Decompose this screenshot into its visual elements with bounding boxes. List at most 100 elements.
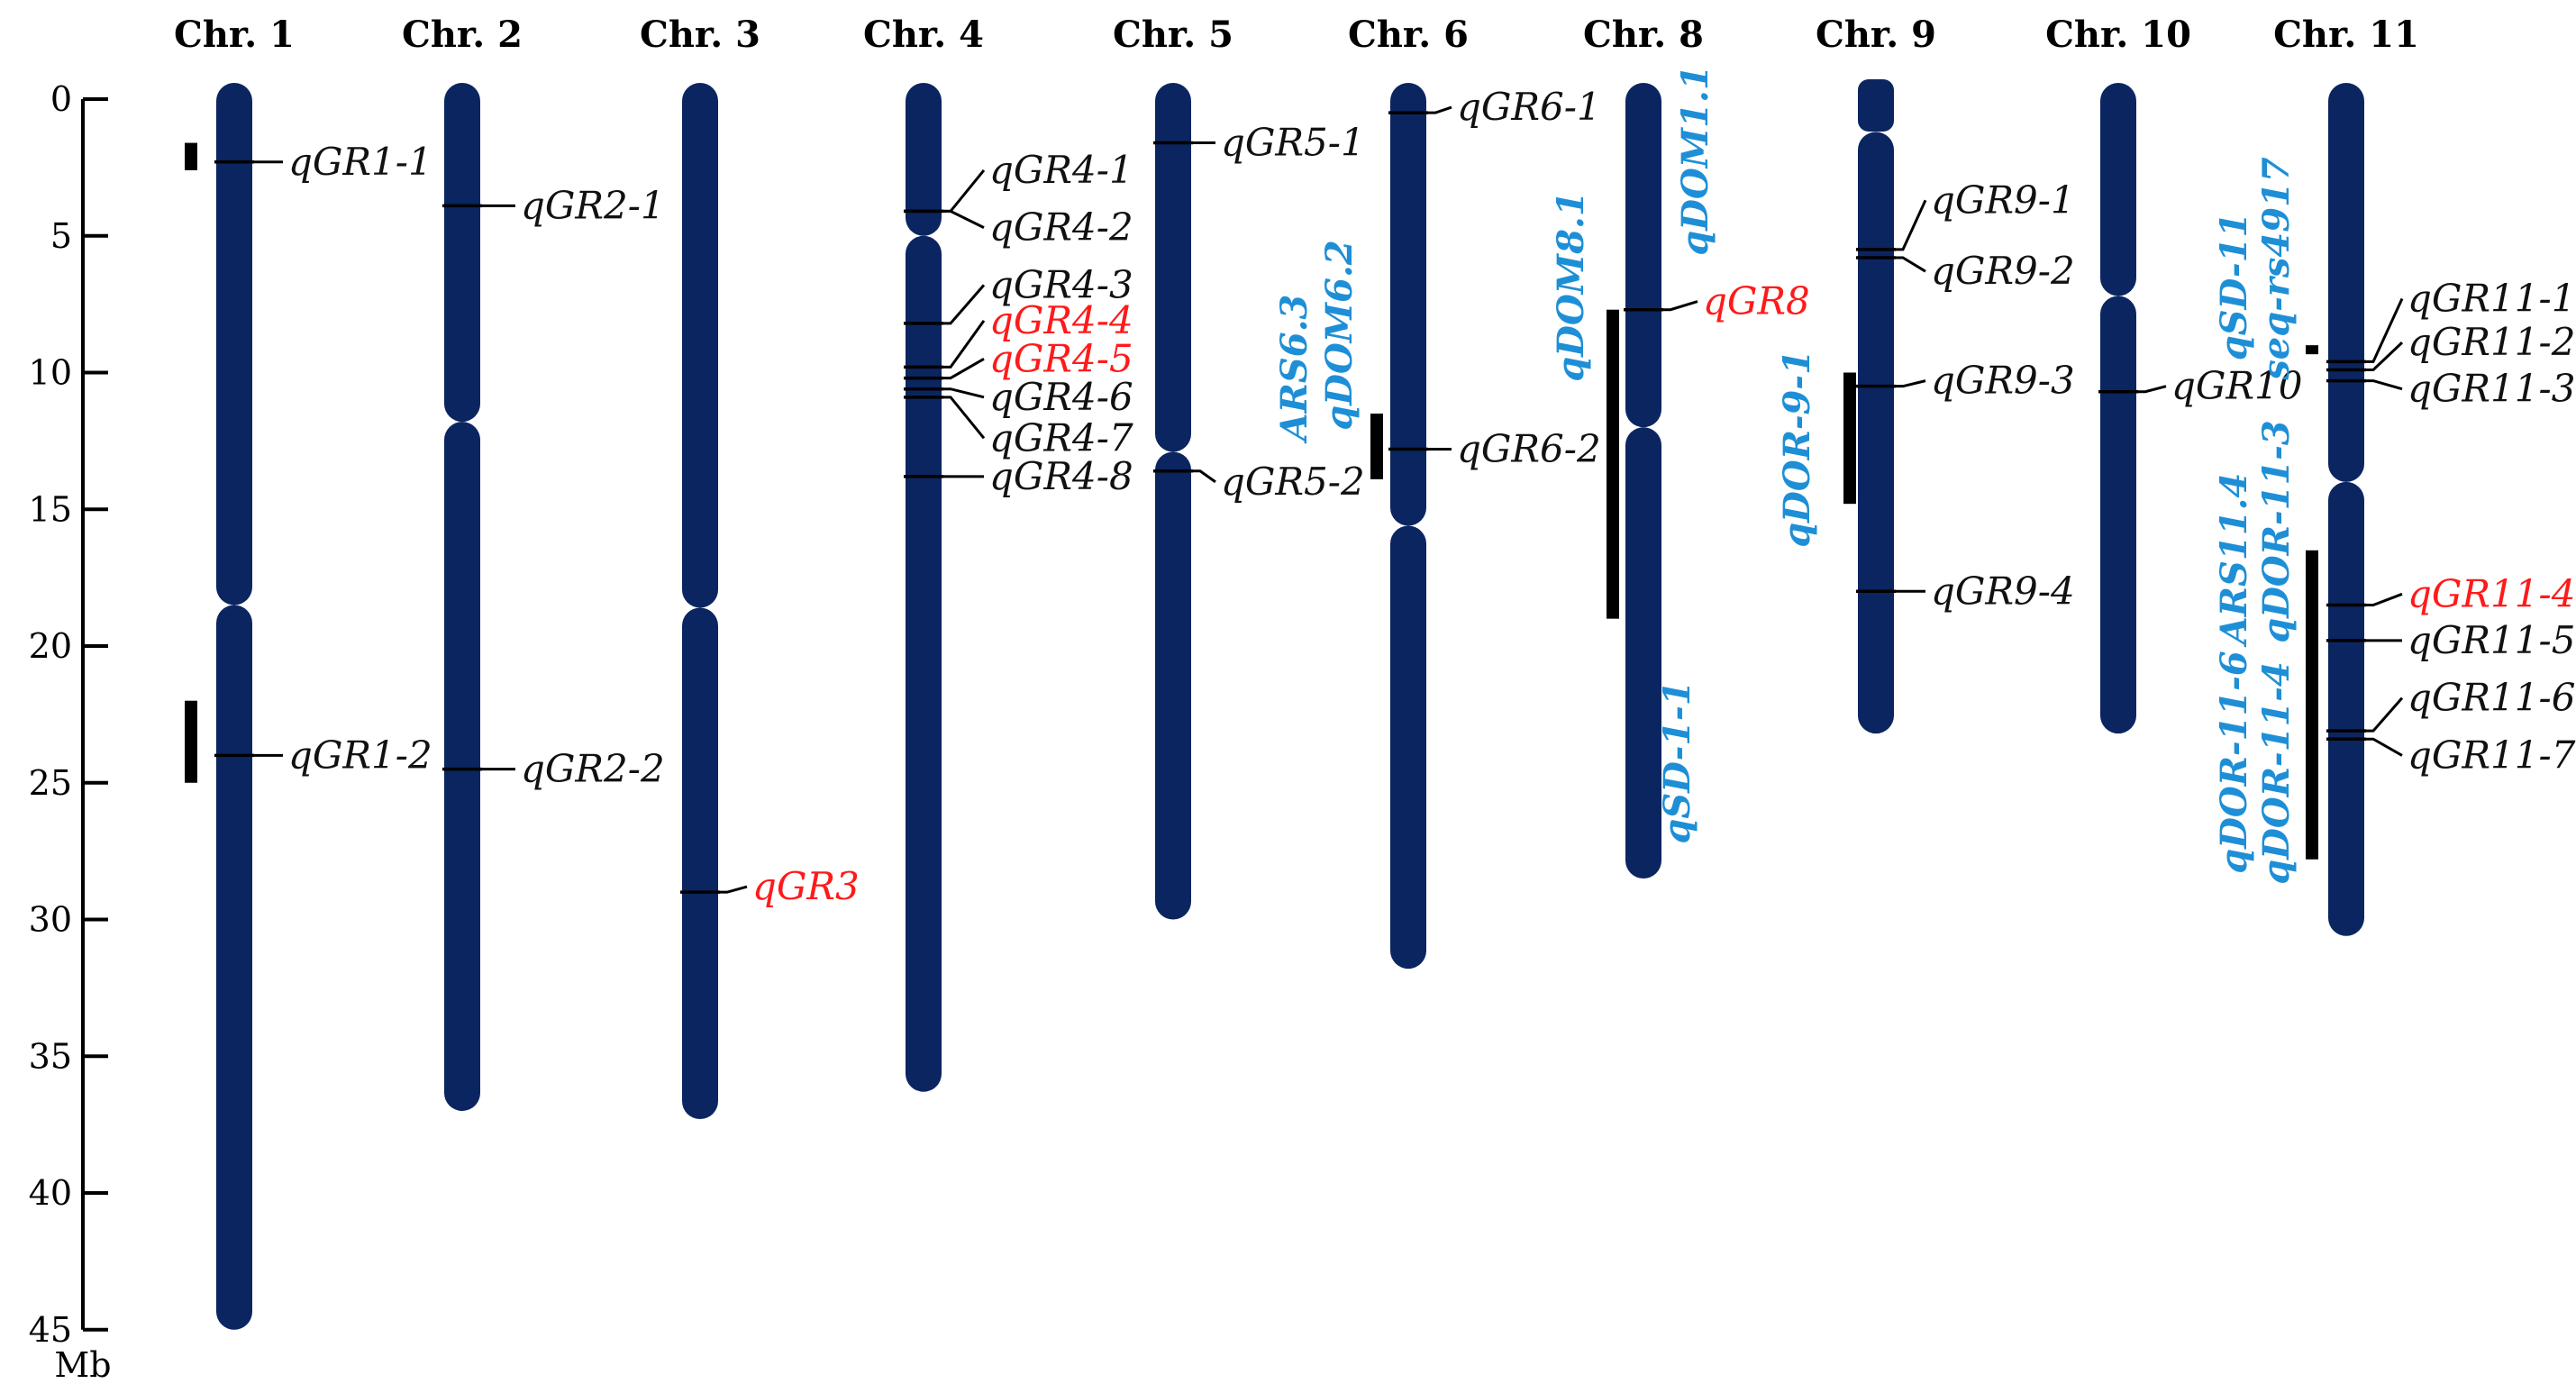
axis-tick-label: 0 [50,79,72,119]
chromosome-c8: Chr. 8 qDOM8.1 qGR8 [1550,14,1810,879]
gene-leader [2364,341,2404,371]
chromosome-p-arm [1155,83,1191,452]
gene-label: qGR11-3 [2408,367,2575,411]
gene-leader [1894,379,1926,388]
qtl-label: qDOR-9-1 [1776,350,1818,548]
axis-tick-label: 30 [29,900,72,940]
chromosome-q-arm [1155,451,1191,920]
gene-label: qGR9-4 [1931,569,2075,613]
gene-leader [2364,297,2404,363]
qtl-bar [185,700,197,783]
gene-label: qGR11-2 [2408,320,2575,364]
chromosome-p-arm [444,83,480,423]
chromosome-q-arm [444,422,480,1111]
axis-tick-label: 45 [29,1310,72,1350]
gene-label: qGR6-2 [1457,426,1601,470]
chromosome-p-arm [1390,83,1426,526]
gene-label: qGR1-2 [288,733,432,777]
chromosome-q-arm [216,605,252,1330]
chromosome-q-arm [1858,132,1894,734]
gene-label: qGR4-6 [989,375,1133,419]
qtl-label: qSD-11 [2213,213,2255,361]
chromosome-q-arm [682,607,718,1120]
gene-label: qGR4-7 [989,415,1133,460]
gene-leader [1426,105,1452,114]
gene-label: qGR5-1 [1221,121,1365,165]
chromosome-title: Chr. 4 [863,14,984,56]
qtl-bar [2306,345,2318,355]
gene-label: qGR11-4 [2408,571,2575,615]
gene-leader [1894,256,1926,273]
chromosome-title: Chr. 8 [1583,14,1704,56]
qtl-bar [185,142,197,170]
axis-tick-label: 40 [29,1173,72,1213]
gene-label: qGR8 [1703,279,1810,323]
chromosome-p-arm [682,83,718,608]
qtl-label: qSD-1-1 [1656,680,1698,843]
gene-leader [942,168,986,213]
qtl-bar [1607,309,1619,619]
gene-label: qGR6-1 [1457,85,1601,129]
chromosome-q-arm [1625,427,1661,879]
gene-label: qGR4-5 [989,336,1133,380]
gene-label: qGR2-2 [521,747,665,791]
axis-tick-label: 15 [29,489,72,529]
gene-label: qGR4-3 [989,262,1133,306]
gene-label: qGR5-2 [1221,460,1365,504]
gene-label: qGR9-3 [1931,359,2075,403]
gene-label: qGR9-1 [1931,178,2075,222]
chromosome-p-arm [216,83,252,605]
gene-label: qGR4-8 [989,454,1133,498]
chromosome-title: Chr. 6 [1348,14,1469,56]
chromosome-title: Chr. 1 [174,14,295,56]
chromosome-title: Chr. 2 [402,14,523,56]
chromosome-q-arm [2328,481,2364,936]
gene-leader [2364,592,2403,606]
gene-leader [1894,199,1927,251]
qtl-label: qDOM8.1 [1550,191,1592,381]
gene-label: qGR11-6 [2408,676,2575,720]
axis-tick-label: 25 [29,763,72,803]
chromosome-title: Chr. 3 [640,14,760,56]
gene-leader [942,209,985,229]
axis-tick-label: 20 [29,626,72,666]
gene-leader [2364,696,2404,733]
chromosome-title: Chr. 9 [1816,14,1936,56]
chromosome-title: Chr. 11 [2273,14,2419,56]
chromosome-title: Chr. 10 [2045,14,2191,56]
chromosome-c4: Chr. 4qGR4-1qGR4-2qGR4-3qGR4-4qGR4-5qGR4… [863,14,1133,1092]
gene-label: qGR4-4 [989,298,1133,342]
qtl-label: qDOM6.2 [1318,240,1361,430]
axis-unit: Mb [54,1345,111,1385]
gene-label: qGR9-2 [1931,249,2075,293]
qtl-bar [1370,414,1383,479]
chromosome-q-arm [1390,525,1426,970]
axis-tick-label: 35 [29,1036,72,1076]
gene-label: qGR11-5 [2408,618,2575,662]
qtl-bar [2306,550,2318,860]
chromosome-p-arm [1858,79,1894,132]
gene-label: qGR11-1 [2408,277,2575,321]
gene-label: qGR3 [752,864,860,908]
gene-leader [2136,385,2167,394]
chromosome-p-arm [1625,83,1661,428]
gene-label: qGR4-2 [989,205,1133,250]
qtl-label: qDOR-11-4 [2255,661,2298,884]
gene-leader [1191,469,1216,484]
qtl-label: qDOR-11-3 [2255,420,2298,642]
gene-leader [942,396,986,440]
gene-label: qGR1-1 [288,140,432,184]
gene-leader [942,284,986,325]
chromosome-p-arm [2328,83,2364,482]
chromosome-c3: Chr. 3 qGR3 [640,14,860,1120]
axis-tick-label: 5 [50,216,72,256]
chromosome-q-arm [2100,296,2136,734]
